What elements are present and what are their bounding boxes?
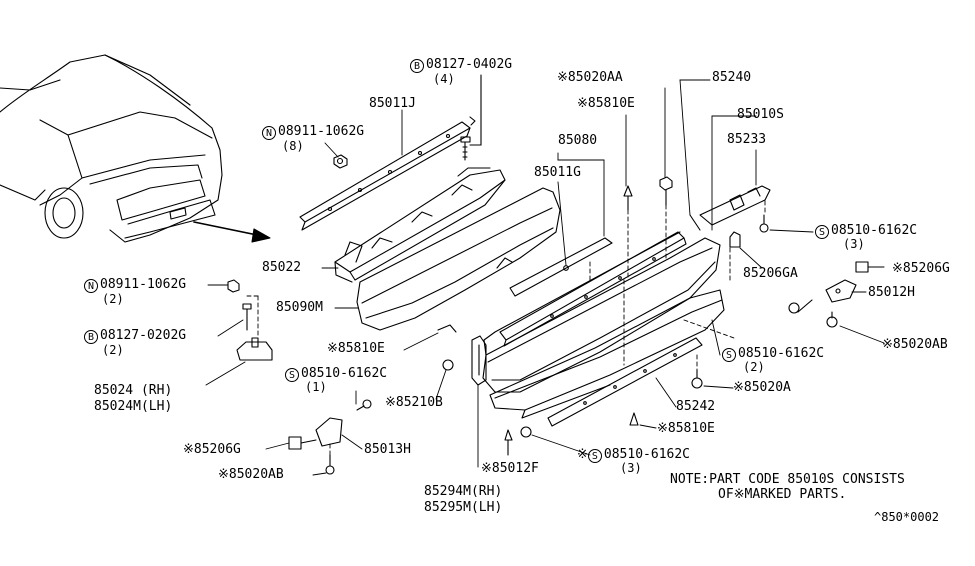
bolt-upper (460, 74, 482, 161)
note-line-2: OF※MARKED PARTS. (718, 487, 847, 502)
label-85012H: 85012H (868, 285, 915, 300)
label-85020AB-right: ※85020AB (882, 337, 948, 352)
label-85080: 85080 (558, 133, 598, 148)
screw-left (356, 359, 454, 411)
label-qty: (2) (102, 292, 124, 306)
label-85210B: ※85210B (385, 395, 443, 410)
screw-symbol: S (285, 368, 299, 382)
bracket-85012H (825, 279, 857, 303)
label-qty: (8) (282, 139, 304, 153)
label-85810E-left: ※85810E (327, 341, 385, 356)
label-qty: (2) (743, 360, 765, 374)
label-qty: (2) (102, 343, 124, 357)
bolt-symbol: B (410, 59, 424, 73)
label-qty: (1) (305, 380, 327, 394)
label-qty: (3) (620, 461, 642, 475)
label-85020AA: ※85020AA (557, 70, 623, 85)
leader-lines (205, 79, 885, 476)
direction-arrow (193, 221, 271, 243)
screw-symbol: S (815, 225, 829, 239)
bolt-symbol: B (84, 330, 98, 344)
label-85810E-top: ※85810E (577, 96, 635, 111)
label-85242: 85242 (676, 399, 716, 414)
small-clips (437, 176, 838, 456)
label-85024: 85024 (RH) (94, 383, 173, 398)
screw-symbol: S (587, 449, 602, 463)
note-line-1: NOTE:PART CODE 85010S CONSISTS (670, 472, 905, 487)
fasteners-left (227, 279, 252, 331)
label-85022: 85022 (262, 260, 302, 275)
label-85810E-bottom: ※85810E (657, 421, 715, 436)
label-85206G-left: ※85206G (183, 442, 241, 457)
screw-symbol: S (722, 348, 736, 362)
bracket-85024 (236, 337, 273, 361)
label-85240: 85240 (712, 70, 752, 85)
reinforcement-85022 (334, 167, 506, 283)
label-85011G: 85011G (534, 165, 581, 180)
label-85024M: 85024M(LH) (94, 399, 173, 414)
bracket-85233 (699, 185, 771, 226)
retainer-85242 (547, 337, 703, 427)
label-85012F: ※85012F (481, 461, 539, 476)
part-number: 08510-6162C (738, 346, 825, 361)
part-number: 08127-0402G (426, 57, 513, 72)
bumper-fascia-85090M (356, 187, 561, 331)
side-bracket-85294M (471, 335, 487, 386)
nut-symbol: N (262, 126, 276, 140)
label-85011J: 85011J (369, 96, 416, 111)
label-qty: (3) (843, 237, 865, 251)
label-qty: (4) (433, 72, 455, 86)
part-number: 08510-6162C (831, 223, 918, 238)
bracket-85013H (288, 417, 343, 475)
label-85206GA: 85206GA (743, 266, 798, 281)
asterisk-mark: ※ (577, 447, 588, 462)
label-85294M: 85294M(RH) (424, 484, 503, 499)
label-85295M: 85295M(LH) (424, 500, 503, 515)
label-85020AB-left: ※85020AB (218, 467, 284, 482)
clip-85206G-right (855, 261, 885, 273)
label-85010S: 85010S (737, 107, 784, 122)
nut-symbol: N (84, 279, 98, 293)
label-85013H: 85013H (364, 442, 411, 457)
label-85233: 85233 (727, 132, 767, 147)
retainer-85011J (299, 116, 476, 231)
nut-upper (333, 154, 348, 169)
guide-lines (246, 199, 766, 456)
bumper-assembly-85010S (489, 289, 725, 419)
label-85090M: 85090M (276, 300, 323, 315)
diagram-code: ^850*0002 (874, 510, 940, 524)
label-85020A: ※85020A (733, 380, 791, 395)
part-number: 08127-0202G (100, 328, 187, 343)
car-rear-view (0, 54, 223, 243)
part-number: 08510-6162C (603, 447, 690, 462)
part-number: 08911-1062G (278, 124, 365, 139)
fascia-85240 (482, 214, 721, 393)
label-85206G-right: ※85206G (892, 261, 950, 276)
retainer-85011G (509, 237, 613, 297)
part-number: 08911-1062G (100, 277, 187, 292)
part-number: 08510-6162C (301, 366, 388, 381)
